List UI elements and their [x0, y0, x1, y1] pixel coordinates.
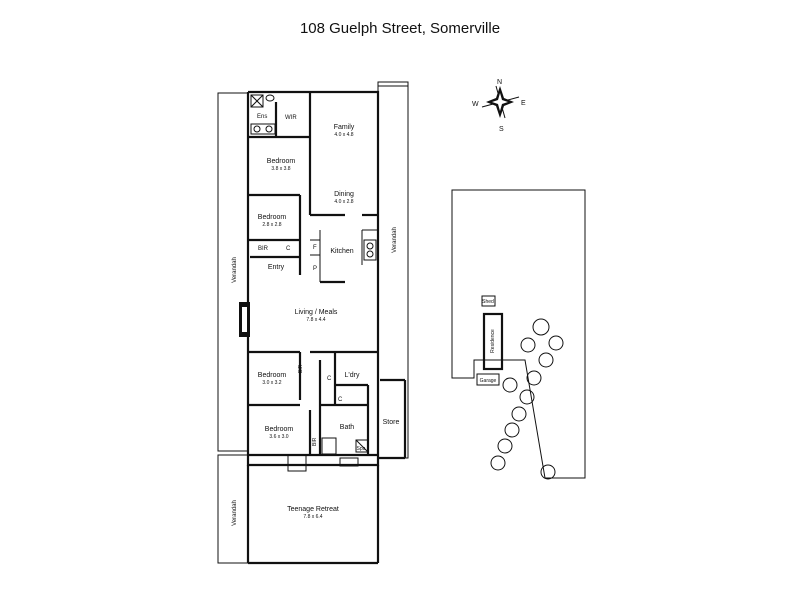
room-c3-label: C	[338, 397, 343, 403]
compass-icon: N S E W	[472, 79, 526, 133]
room-labels: Ens WIR Family 4.0 x 4.8 Bedroom 3.8 x 3…	[232, 114, 399, 526]
room-c1-label: C	[286, 246, 291, 252]
room-bedroom1-label: Bedroom	[267, 158, 296, 165]
site-garage-label: Garage	[480, 378, 497, 384]
room-c2-label: C	[327, 376, 332, 382]
room-bedroom3-label: Bedroom	[258, 372, 287, 379]
room-spa-label: Spa	[357, 446, 366, 452]
room-bedroom2-label: Bedroom	[258, 214, 287, 221]
room-family-label: Family	[334, 124, 355, 131]
room-bedroom1-dims: 3.8 x 3.8	[271, 166, 290, 172]
site-plan: Shed Residence Garage	[451, 189, 586, 480]
plan-title: 108 Guelph Street, Somerville	[299, 20, 501, 37]
compass-e: E	[521, 100, 526, 107]
verandah-left-bottom-label: Verandah	[232, 500, 238, 526]
site-residence-label: Residence	[490, 329, 496, 353]
room-teen-label: Teenage Retreat	[287, 506, 339, 513]
room-bath-label: Bath	[340, 424, 355, 431]
room-bedroom3-dims: 3.0 x 3.2	[262, 380, 281, 386]
tree-icon	[490, 318, 564, 480]
room-store-label: Store	[383, 419, 400, 426]
room-living-label: Living / Meals	[295, 309, 338, 316]
room-kitchen-label: Kitchen	[330, 248, 353, 255]
room-bir3-label: BIR	[312, 437, 318, 446]
compass-n: N	[497, 79, 502, 86]
room-dining-label: Dining	[334, 191, 354, 198]
room-bedroom4-dims: 3.6 x 3.0	[269, 434, 288, 440]
room-dining-dims: 4.0 x 2.8	[334, 199, 353, 205]
compass-s: S	[499, 126, 504, 133]
house-walls	[239, 90, 407, 565]
room-bir1-label: BIR	[258, 246, 269, 252]
room-living-dims: 7.8 x 4.4	[306, 317, 325, 323]
room-bedroom4-label: Bedroom	[265, 426, 294, 433]
room-ldry-label: L'dry	[345, 372, 360, 379]
fixtures	[250, 94, 377, 467]
room-f-label: F	[313, 245, 317, 251]
room-bedroom2-dims: 2.8 x 2.8	[262, 222, 281, 228]
verandah-right-label: Verandah	[392, 227, 398, 253]
compass-w: W	[472, 101, 479, 108]
room-family-dims: 4.0 x 4.8	[334, 132, 353, 138]
room-bir2-label: BIR	[298, 364, 304, 373]
room-ens-label: Ens	[257, 114, 267, 120]
verandah-left-top-label: Verandah	[232, 257, 238, 283]
site-shed-label: Shed	[482, 299, 494, 305]
room-teen-dims: 7.8 x 6.4	[303, 514, 322, 520]
room-p-label: P	[313, 266, 317, 272]
room-entry-label: Entry	[268, 264, 285, 271]
room-wir-label: WIR	[285, 115, 297, 121]
